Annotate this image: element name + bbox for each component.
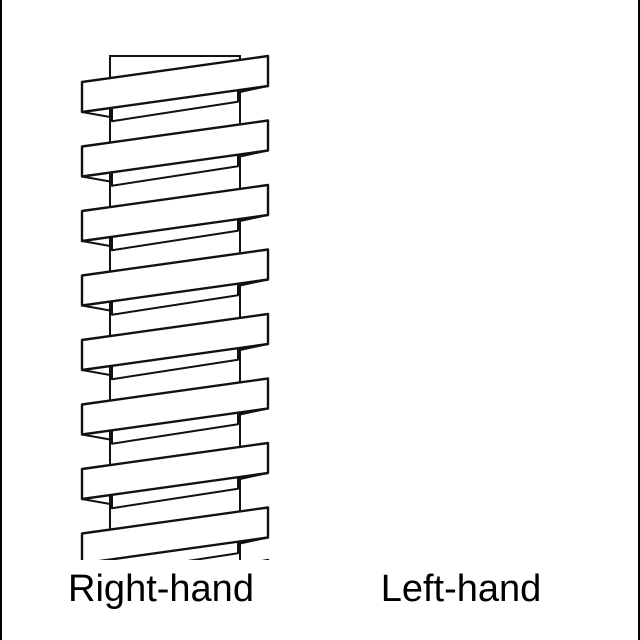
thread-flank-line bbox=[239, 343, 269, 351]
thread-flank-line bbox=[239, 149, 269, 158]
thread-flank-line bbox=[239, 278, 269, 287]
thread-flank-line bbox=[81, 433, 111, 441]
left-hand-label: Left-hand bbox=[380, 568, 542, 610]
right-hand-thread-drawing bbox=[80, 54, 270, 560]
left-hand-thread-drawing bbox=[322, 0, 640, 560]
right-hand-thread-figure bbox=[2, 0, 322, 640]
right-hand-label: Right-hand bbox=[68, 568, 254, 610]
thread-flank-line bbox=[239, 536, 269, 545]
thread-flank-line bbox=[81, 111, 111, 118]
thread-flank-line bbox=[239, 214, 269, 222]
thread-flank-line bbox=[239, 472, 269, 480]
thread-group bbox=[80, 54, 270, 560]
thread-flank-line bbox=[239, 407, 269, 416]
thread-flank-line bbox=[81, 240, 111, 247]
thread-flank-line bbox=[239, 85, 269, 93]
thread-flank-line bbox=[81, 175, 111, 183]
thread-flank-line bbox=[81, 498, 111, 505]
thread-flank-line bbox=[81, 369, 111, 376]
thread-flank-line bbox=[81, 304, 111, 312]
left-hand-thread-figure bbox=[322, 0, 640, 640]
